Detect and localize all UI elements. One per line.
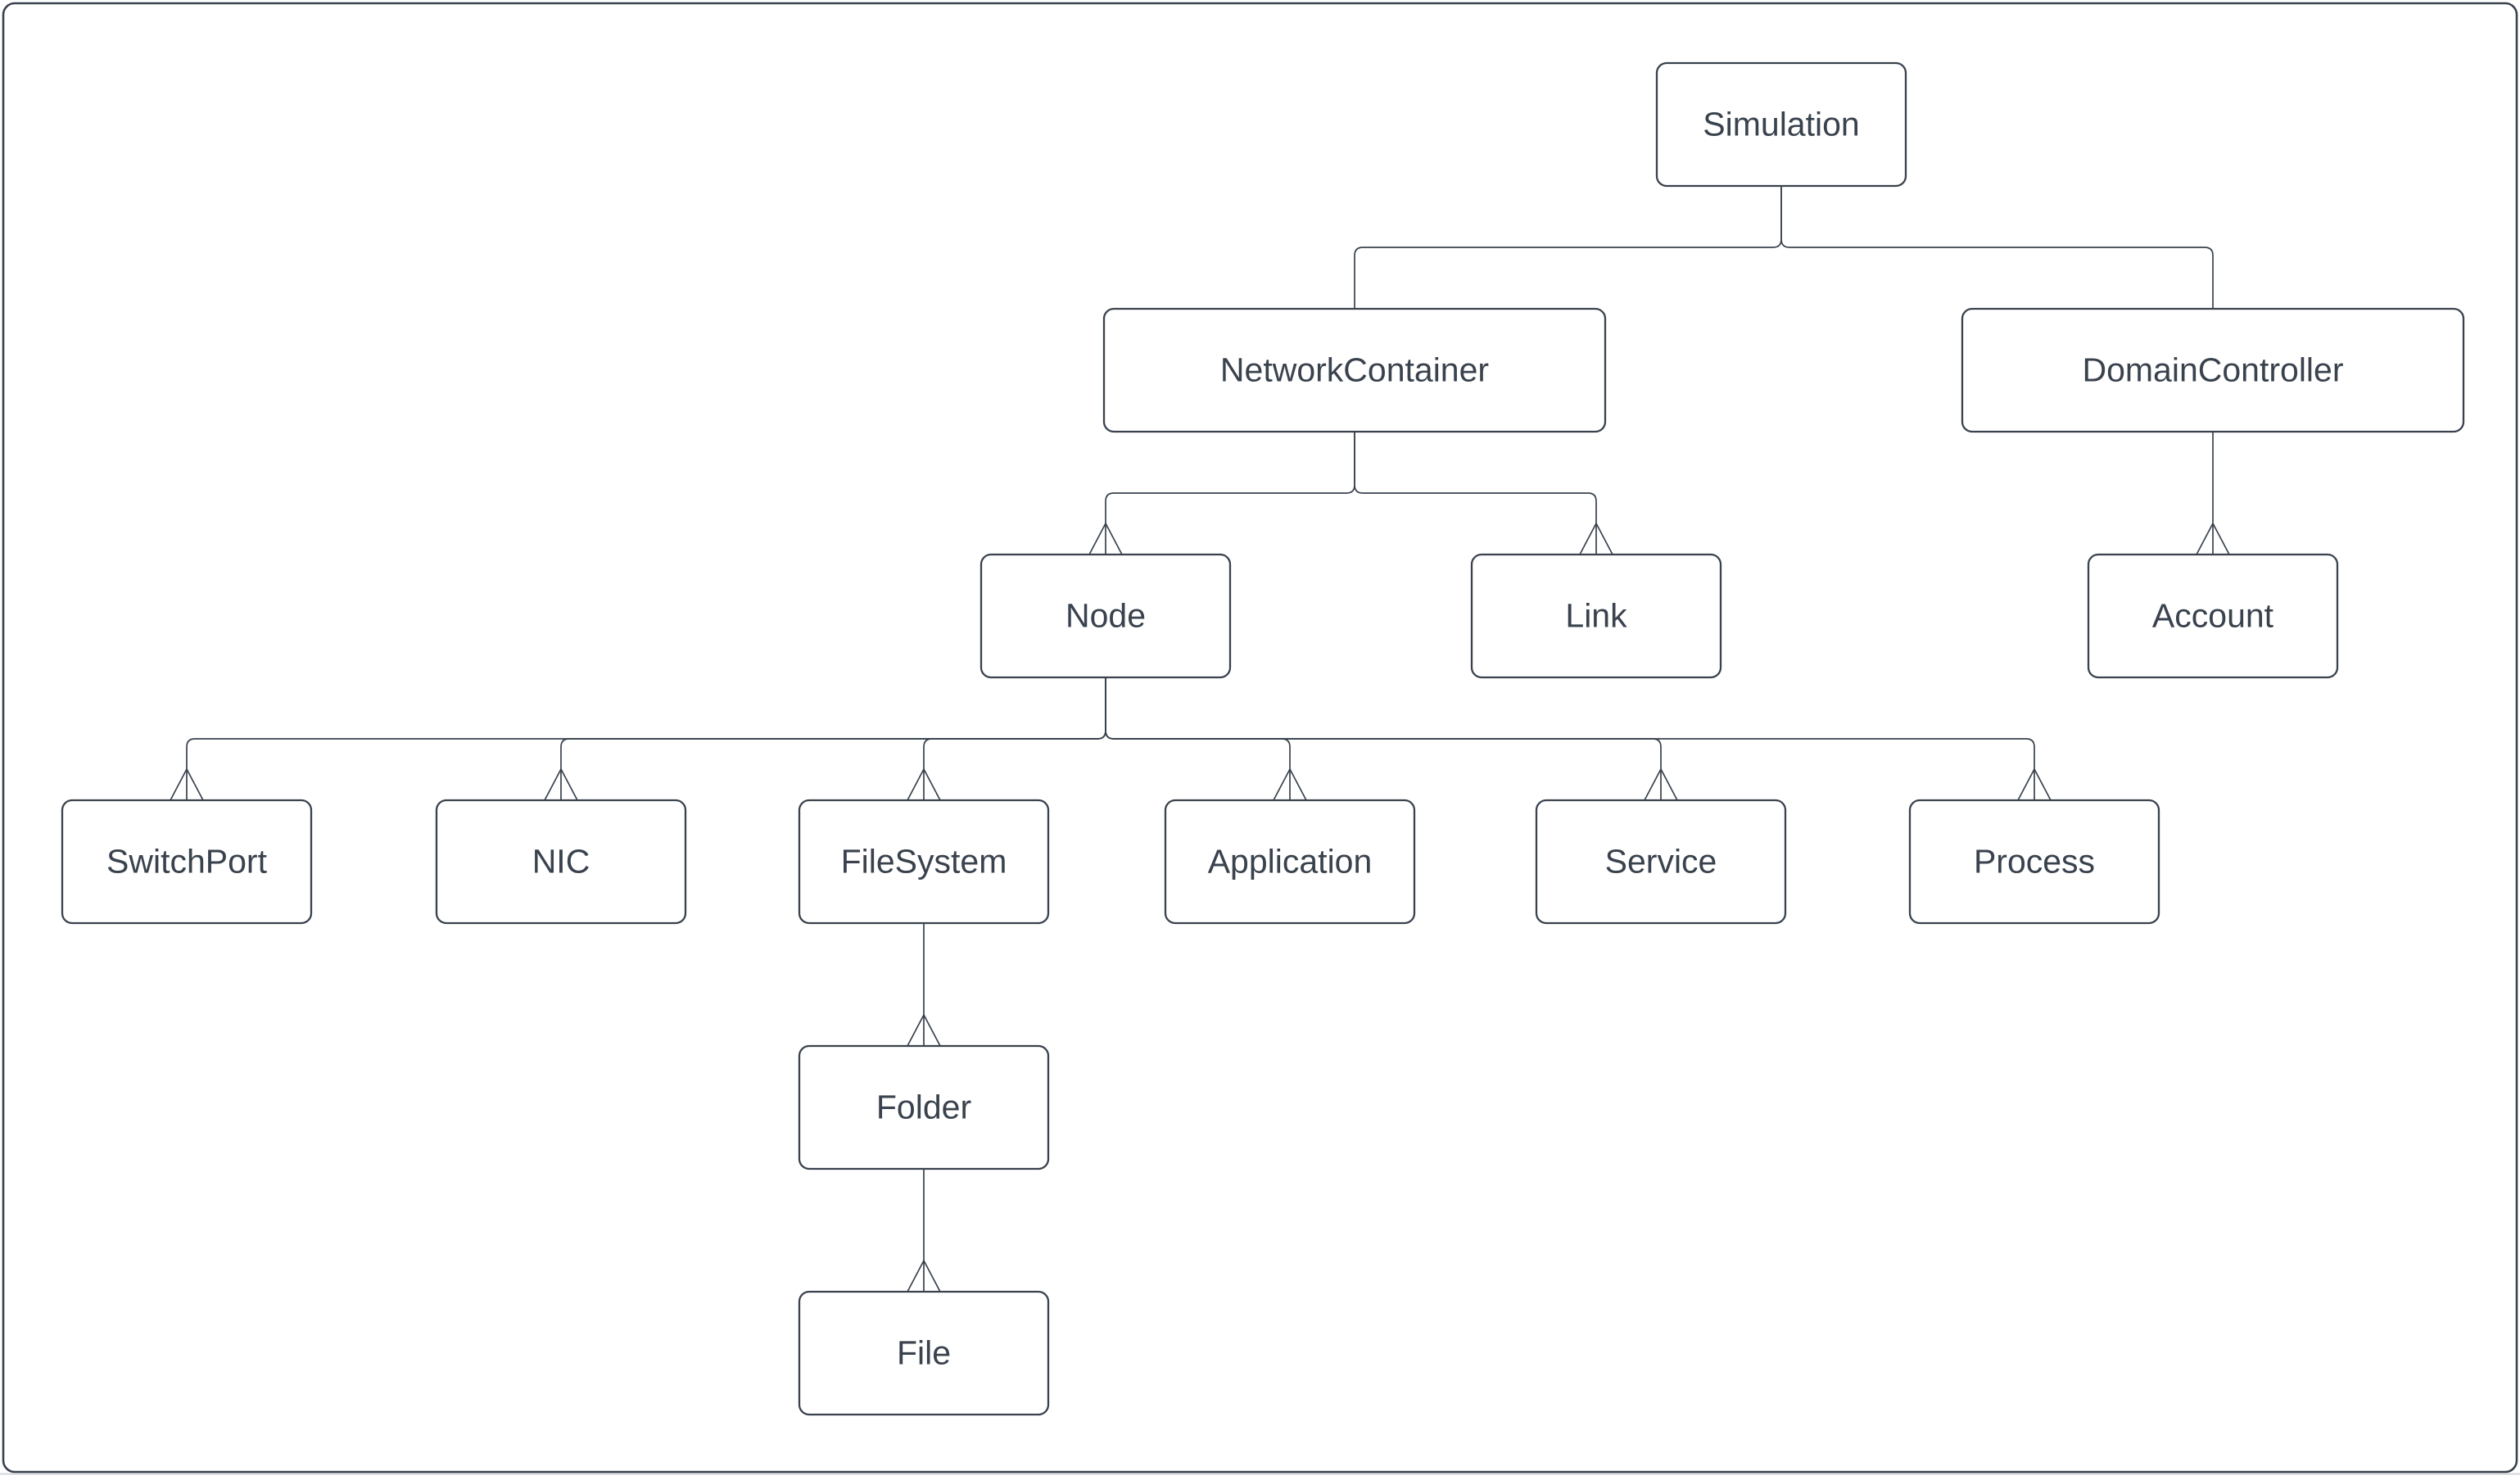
edge-simulation-network-container xyxy=(1354,186,1782,309)
node-link-label: Link xyxy=(1565,597,1627,635)
edge-folder-file xyxy=(907,1169,941,1293)
node-process-box xyxy=(1908,799,2160,925)
node-application-label: Application xyxy=(1208,843,1373,881)
edge-node-filesystem xyxy=(907,677,1106,801)
open-arrowhead-up-icon xyxy=(170,768,204,801)
open-arrowhead-up-icon xyxy=(907,1014,941,1047)
node-link-box xyxy=(1470,553,1722,679)
node-filesystem-box xyxy=(798,799,1050,925)
node-service-box xyxy=(1535,799,1787,925)
open-arrowhead-up-icon xyxy=(2196,523,2230,555)
node-folder: Folder xyxy=(798,1044,1050,1170)
open-arrowhead-up-icon xyxy=(907,1260,941,1293)
node-account-label: Account xyxy=(2152,597,2274,635)
node-switchport-label: SwitchPort xyxy=(106,843,268,881)
node-folder-label: Folder xyxy=(876,1089,971,1126)
node-nic-label: NIC xyxy=(532,843,590,881)
node-link: Link xyxy=(1470,553,1722,679)
node-service: Service xyxy=(1535,799,1787,925)
node-nic-box xyxy=(435,799,687,925)
node-service-label: Service xyxy=(1605,843,1717,881)
node-domain-controller: DomainController xyxy=(1961,307,2465,433)
node-domain-controller-box xyxy=(1961,307,2465,433)
node-process: Process xyxy=(1908,799,2160,925)
node-filesystem: FileSystem xyxy=(798,799,1050,925)
node-network-container: NetworkContainer xyxy=(1102,307,1607,433)
node-network-container-box xyxy=(1102,307,1607,433)
edge-line xyxy=(1780,186,2214,309)
edges-layer xyxy=(170,186,2230,1293)
edge-line xyxy=(1354,432,1597,555)
node-simulation-box xyxy=(1655,61,1907,188)
node-process-label: Process xyxy=(1974,843,2095,881)
open-arrowhead-up-icon xyxy=(544,768,578,801)
open-arrowhead-up-icon xyxy=(2017,768,2052,801)
edge-simulation-domain-controller xyxy=(1780,186,2214,309)
node-filesystem-label: FileSystem xyxy=(841,843,1007,881)
node-domain-controller-label: DomainController xyxy=(2082,351,2343,389)
open-arrowhead-up-icon xyxy=(1644,768,1678,801)
edge-line xyxy=(923,677,1106,800)
node-switchport-box xyxy=(61,799,313,925)
edge-node-process xyxy=(1105,677,2052,801)
edge-line xyxy=(1105,432,1355,555)
open-arrowhead-up-icon xyxy=(1088,523,1123,555)
node-node-label: Node xyxy=(1065,597,1146,635)
node-folder-box xyxy=(798,1044,1050,1170)
node-application-box xyxy=(1164,799,1416,925)
node-nic: NIC xyxy=(435,799,687,925)
node-account-box xyxy=(2087,553,2339,679)
node-file: File xyxy=(798,1290,1050,1416)
edge-line xyxy=(1354,186,1782,309)
edge-filesystem-folder xyxy=(907,923,941,1047)
node-network-container-label: NetworkContainer xyxy=(1220,351,1489,389)
node-file-box xyxy=(798,1290,1050,1416)
edge-line xyxy=(1105,677,2035,800)
node-node: Node xyxy=(979,553,1232,679)
node-switchport: SwitchPort xyxy=(61,799,313,925)
edge-network-container-link xyxy=(1354,432,1613,555)
open-arrowhead-up-icon xyxy=(1579,523,1613,555)
edge-network-container-node xyxy=(1088,432,1355,555)
node-file-label: File xyxy=(897,1334,951,1372)
node-node-box xyxy=(979,553,1232,679)
node-application: Application xyxy=(1164,799,1416,925)
open-arrowhead-up-icon xyxy=(907,768,941,801)
edge-domain-controller-account xyxy=(2196,432,2230,555)
open-arrowhead-up-icon xyxy=(1273,768,1307,801)
node-simulation: Simulation xyxy=(1655,61,1907,188)
node-simulation-label: Simulation xyxy=(1703,106,1859,143)
node-account: Account xyxy=(2087,553,2339,679)
